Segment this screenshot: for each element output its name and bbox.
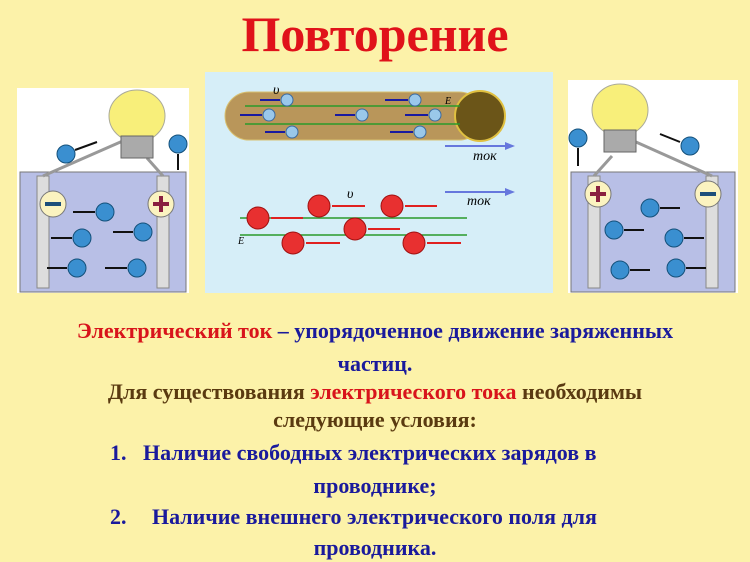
condition-2-line-1: Наличие внешнего электрического поля для [152,504,597,529]
velocity-label-top: υ [273,83,279,98]
conditions-intro-line-1: Для существования электрического тока не… [0,379,750,405]
circuit-illustration-right [568,80,738,293]
conditions-intro-part-2: необходимы [516,379,643,404]
condition-2-line-2: проводника. [313,535,437,560]
current-diagram: υ E ток ток υ E [205,72,553,293]
definition-dash: – [272,318,295,343]
field-label-bottom: E [237,236,244,247]
circuit-illustration-left [17,88,189,293]
velocity-label-bottom: υ [347,187,353,202]
current-label-top: ток [473,149,497,164]
conditions-intro-highlight: электрического тока [310,379,517,404]
definition-term: Электрический ток [76,318,273,343]
conditions-intro-part-1: Для существования [107,379,311,404]
condition-1-line-1: Наличие свободных электрических зарядов … [143,440,597,465]
condition-1-line-2: проводнике; [313,473,437,498]
condition-1-number: 1. [110,440,127,465]
definition-line-1: Электрический ток – упорядоченное движен… [0,318,750,344]
condition-2-number: 2. [110,504,127,529]
current-label-bottom: ток [467,194,491,209]
field-label-top: E [444,96,451,107]
definition-line-2: частиц. [337,351,413,376]
page-title: Повторение [241,6,509,62]
conditions-intro-line-2: следующие условия: [273,407,477,432]
definition-text: упорядоченное движение заряженных [294,318,674,343]
